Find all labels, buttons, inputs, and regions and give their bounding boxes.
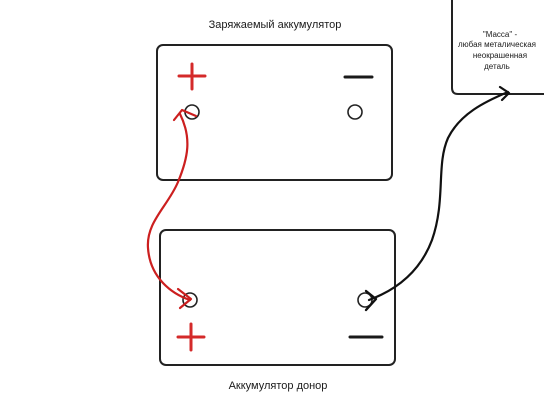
ground-note-line-3: неокрашенная [473,51,527,60]
red-clamp-bottom-icon [176,287,193,310]
black-clamp-ground-icon [498,85,511,102]
bottom-battery-label: Аккумулятор донор [229,380,328,392]
red-clamp-top-icon [172,108,198,122]
bottom-battery-plus-icon [176,322,206,352]
black-clamp-terminal-icon [364,289,378,312]
black-ground-cable [367,90,510,302]
top-battery [156,44,393,181]
bottom-battery [159,229,396,366]
red-positive-cable [146,112,192,302]
top-battery-negative-terminal [347,104,363,120]
ground-note-line-2: любая металическая [458,40,536,49]
top-battery-plus-icon [177,62,207,91]
top-battery-label: Заряжаемый аккумулятор [209,19,342,31]
ground-note-line-4: деталь [484,62,510,71]
ground-box [451,0,544,95]
ground-note-line-1: "Масса" - [483,30,518,39]
